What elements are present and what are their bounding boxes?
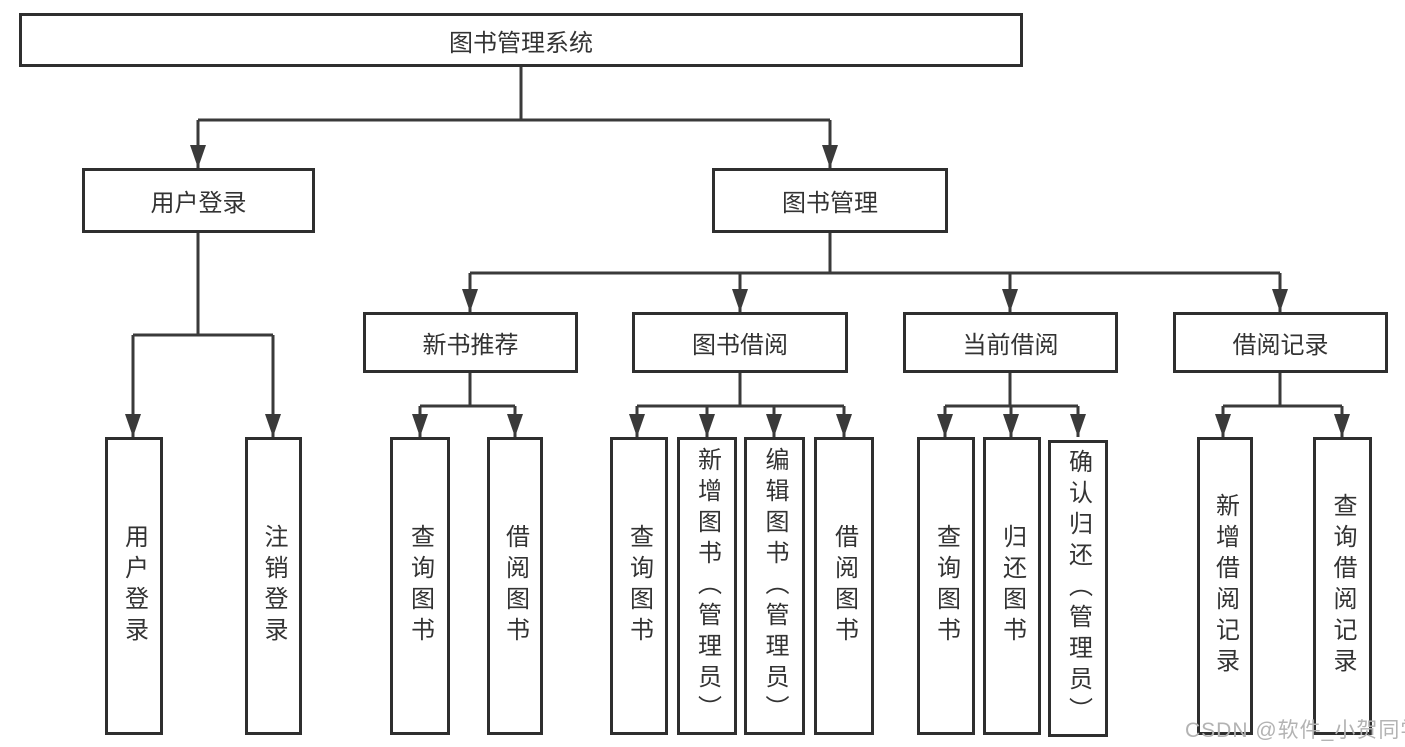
- arrow-down-icon: [1272, 289, 1288, 312]
- node-query-book-recommend: 查询图书: [390, 437, 450, 735]
- node-add-book-admin: 新增图书（管理员）: [677, 437, 737, 735]
- node-return-book: 归还图书: [983, 437, 1041, 735]
- node-user-login-leaf: 用户登录: [105, 437, 163, 735]
- arrow-down-icon: [766, 414, 782, 437]
- arrow-down-icon: [699, 414, 715, 437]
- arrow-down-icon: [1215, 414, 1231, 437]
- node-add-borrow-record: 新增借阅记录: [1197, 437, 1253, 735]
- node-edit-book-admin: 编辑图书（管理员）: [744, 437, 805, 735]
- arrow-down-icon: [822, 145, 838, 168]
- arrow-down-icon: [836, 414, 852, 437]
- edge-borrow-record-children: [1221, 373, 1344, 437]
- arrow-down-icon: [1334, 414, 1350, 437]
- node-logout-leaf: 注销登录: [245, 437, 302, 735]
- node-current-borrow: 当前借阅: [903, 312, 1118, 373]
- edge-user-login-children: [131, 233, 275, 437]
- edge-new-book-children: [418, 373, 517, 437]
- node-book-management: 图书管理: [712, 168, 948, 233]
- arrow-down-icon: [1003, 414, 1019, 437]
- arrow-down-icon: [412, 414, 428, 437]
- arrow-down-icon: [507, 414, 523, 437]
- node-book-borrow: 图书借阅: [632, 312, 848, 373]
- node-query-borrow-record: 查询借阅记录: [1313, 437, 1372, 735]
- node-query-book-current: 查询图书: [917, 437, 975, 735]
- csdn-watermark: CSDN @软件_小贺同学: [1185, 719, 1405, 742]
- node-borrow-records: 借阅记录: [1173, 312, 1388, 373]
- node-new-book-recommend: 新书推荐: [363, 312, 578, 373]
- arrow-down-icon: [1002, 289, 1018, 312]
- edge-root-to-level2: [196, 67, 832, 168]
- arrow-down-icon: [190, 145, 206, 168]
- arrow-down-icon: [937, 414, 953, 437]
- arrow-down-icon: [1070, 414, 1086, 437]
- arrow-down-icon: [125, 414, 141, 437]
- tree-edges: [131, 67, 1344, 437]
- arrow-down-icon: [629, 414, 645, 437]
- edge-book-management-groups: [468, 233, 1282, 312]
- arrow-down-icon: [732, 289, 748, 312]
- node-user-login: 用户登录: [82, 168, 315, 233]
- node-borrow-book-recommend: 借阅图书: [487, 437, 543, 735]
- arrow-down-icon: [265, 414, 281, 437]
- node-confirm-return-admin: 确认归还（管理员）: [1048, 440, 1108, 737]
- edge-book-borrow-children: [635, 373, 846, 437]
- node-borrow-book-leaf: 借阅图书: [814, 437, 874, 735]
- arrow-down-icon: [462, 289, 478, 312]
- node-query-book-borrow: 查询图书: [610, 437, 668, 735]
- arrowhead-icons: [125, 145, 1350, 437]
- node-root: 图书管理系统: [19, 13, 1023, 67]
